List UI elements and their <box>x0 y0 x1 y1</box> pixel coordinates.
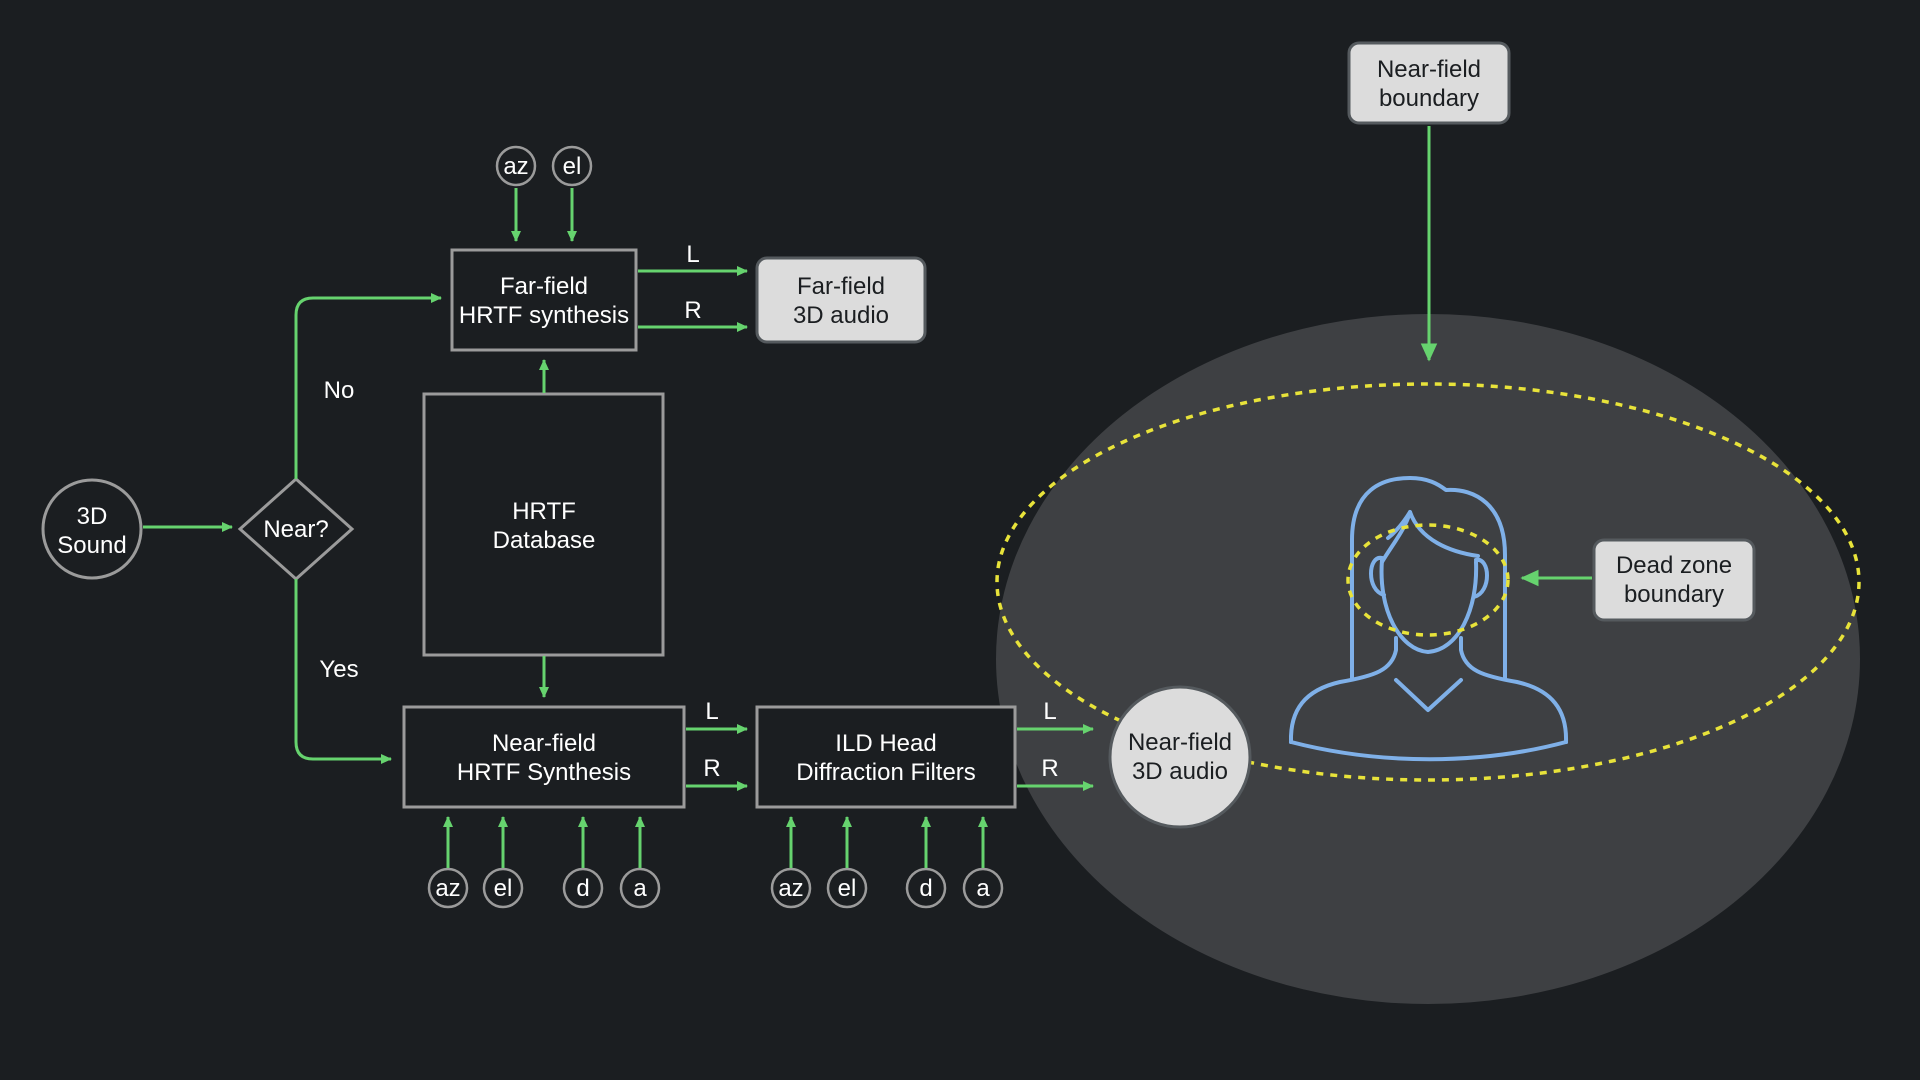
hrtf-database-line2: Database <box>493 527 596 554</box>
near-field-synthesis-box <box>402 705 686 809</box>
far-field-output-line2: 3D audio <box>793 302 889 329</box>
far-left-channel-label: L <box>686 241 699 268</box>
far-param-az: az <box>495 145 537 242</box>
ild-filters-box <box>755 705 1017 809</box>
listener-head-icon <box>1288 476 1569 762</box>
hrtf-database-line1: HRTF <box>512 498 576 525</box>
3d-sound-label-line1: 3D <box>77 503 108 530</box>
hrtf-database-box <box>422 392 665 657</box>
ild-left-channel-label: L <box>1043 698 1056 725</box>
near-field-sphere <box>996 314 1860 1004</box>
ild-right-channel-label: R <box>1041 755 1058 782</box>
ild-param-d-label: d <box>919 875 932 902</box>
ild-param-d: d <box>905 816 947 909</box>
near-left-channel-label: L <box>705 698 718 725</box>
near-field-output <box>1108 685 1252 829</box>
dead-zone-boundary-label-line1: Dead zone <box>1616 552 1732 579</box>
3d-sound-input <box>41 478 143 580</box>
near-param-el-label: el <box>494 875 513 902</box>
yes-branch-arrow <box>294 579 392 764</box>
far-field-output-box <box>755 256 927 344</box>
near-field-boundary-box <box>1347 41 1511 125</box>
near-right-channel-label: R <box>703 755 720 782</box>
far-right-channel-label: R <box>684 297 701 324</box>
far-field-synthesis-box <box>450 248 638 352</box>
near-field-boundary-label-line2: boundary <box>1379 85 1479 112</box>
near-field-output-line1: Near-field <box>1128 729 1232 756</box>
far-field-synthesis-line1: Far-field <box>500 273 588 300</box>
far-field-synthesis-line2: HRTF synthesis <box>459 302 629 329</box>
near-field-output-line2: 3D audio <box>1132 758 1228 785</box>
near-param-d-label: d <box>576 875 589 902</box>
near-field-boundary-label-line1: Near-field <box>1377 56 1481 83</box>
dead-zone-boundary-box <box>1592 538 1756 622</box>
near-param-a: a <box>619 816 661 909</box>
near-param-el: el <box>482 816 524 909</box>
3d-sound-label-line2: Sound <box>57 532 126 559</box>
no-branch-label: No <box>324 377 355 404</box>
no-branch-arrow <box>294 293 442 479</box>
near-field-dashed-ring <box>995 382 1861 782</box>
near-param-d: d <box>562 816 604 909</box>
ild-param-a-label: a <box>976 875 990 902</box>
dead-zone-dashed-ring <box>1346 523 1510 637</box>
ild-filters-line1: ILD Head <box>835 730 936 757</box>
near-param-a-label: a <box>633 875 647 902</box>
ild-param-el-label: el <box>838 875 857 902</box>
yes-branch-label: Yes <box>319 656 358 683</box>
far-param-el: el <box>551 145 593 242</box>
far-param-el-label: el <box>563 153 582 180</box>
near-field-synthesis-line2: HRTF Synthesis <box>457 759 631 786</box>
ild-filters-line2: Diffraction Filters <box>796 759 976 786</box>
ild-param-a: a <box>962 816 1004 909</box>
ild-param-az-label: az <box>778 875 803 902</box>
far-param-az-label: az <box>503 153 528 180</box>
ild-param-az: az <box>770 816 812 909</box>
far-field-output-line1: Far-field <box>797 273 885 300</box>
near-decision-label: Near? <box>263 516 328 543</box>
near-field-synthesis-line1: Near-field <box>492 730 596 757</box>
near-param-az-label: az <box>435 875 460 902</box>
dead-zone-boundary-label-line2: boundary <box>1624 581 1724 608</box>
ild-param-el: el <box>826 816 868 909</box>
near-param-az: az <box>427 816 469 909</box>
